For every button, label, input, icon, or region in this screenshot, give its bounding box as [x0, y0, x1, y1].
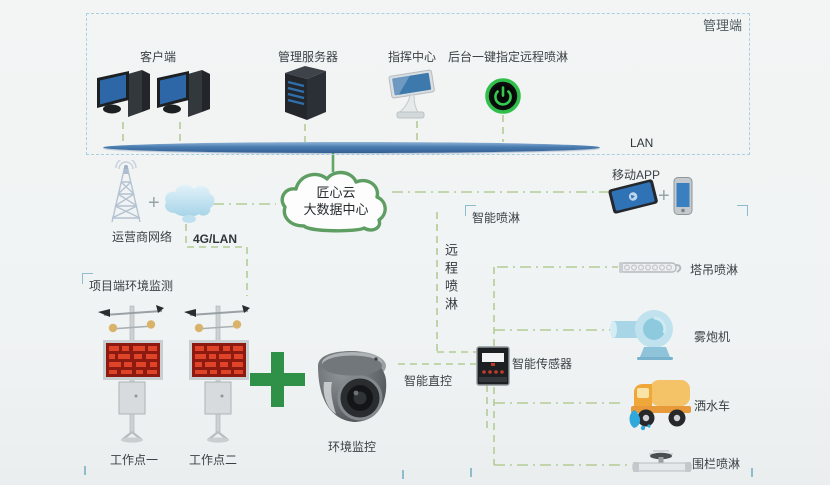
- client-computers-icon: [96, 62, 214, 126]
- smart-spray-zone-corner-br: [751, 468, 753, 477]
- tower-crane-spray-label: 塔吊喷淋: [690, 263, 739, 277]
- management-zone-box: [86, 13, 750, 155]
- big-data-cloud-icon: [276, 166, 392, 234]
- signal-tower-icon: [102, 160, 150, 228]
- big-data-cloud-text: 匠心云 大数据中心: [284, 184, 388, 218]
- project-zone-corner-tl: [82, 273, 93, 284]
- lan-label: LAN: [630, 136, 654, 150]
- smart-sensor-icon: [476, 346, 510, 386]
- tablet-icon: [606, 176, 660, 216]
- device-branch-lines: [494, 266, 631, 466]
- desktop-computer-icon: [97, 70, 150, 117]
- water-truck-label: 洒水车: [694, 399, 731, 413]
- carrier-plus-sign: +: [148, 192, 160, 214]
- weather-station-icon: [182, 298, 256, 444]
- remote-spray-lines: [398, 212, 476, 365]
- desktop-computer-icon: [157, 70, 210, 117]
- project-zone-corner-br: [402, 470, 404, 479]
- fog-cannon-icon: [610, 305, 676, 361]
- smart-spray-zone-label: 智能喷淋: [472, 211, 521, 225]
- power-button-icon: [485, 78, 521, 114]
- dome-camera-icon: [310, 342, 396, 434]
- project-zone-corner-bl: [84, 466, 86, 475]
- phone-icon: [672, 176, 694, 216]
- project-zone-label: 项目端环境监测: [89, 279, 174, 293]
- smart-spray-zone-corner-tr: [737, 205, 748, 216]
- station-2-label: 工作点二: [189, 453, 238, 467]
- mobile-plus-sign: +: [658, 185, 670, 207]
- tower-crane-spray-icon: [618, 257, 684, 279]
- carrier-network-label: 运营商网络: [112, 230, 173, 244]
- fog-cannon-label: 雾炮机: [694, 330, 731, 344]
- lan-drop-lines: [122, 115, 504, 142]
- plus-icon: [250, 352, 305, 407]
- direct-control-label: 智能直控: [404, 374, 453, 388]
- fence-sprinkler-icon: [631, 444, 693, 474]
- 4g-lan-label: 4G/LAN: [193, 232, 238, 246]
- server-icon: [282, 62, 328, 122]
- cloud-line1: 匠心云: [316, 185, 356, 200]
- carrier-to-project-line: [185, 224, 248, 296]
- mobile-app-label: 移动APP: [612, 168, 661, 182]
- remote-spray-label: 远程喷淋: [443, 243, 458, 315]
- water-truck-icon: [626, 376, 696, 432]
- fence-sprinkler-label: 围栏喷淋: [692, 457, 741, 471]
- env-monitor-label: 环境监控: [328, 440, 377, 454]
- smart-spray-zone-corner-bl: [470, 468, 472, 477]
- client-label: 客户端: [139, 50, 176, 64]
- one-key-spray-label: 后台一键指定远程喷淋: [448, 50, 569, 64]
- smart-spray-zone-corner-tl: [465, 205, 476, 216]
- smart-sensor-label: 智能传感器: [512, 357, 573, 371]
- station-1-label: 工作点一: [110, 453, 159, 467]
- command-center-kiosk-icon: [385, 68, 439, 122]
- lan-network-bus: [103, 142, 600, 153]
- weather-station-icon: [96, 298, 170, 444]
- command-center-label: 指挥中心: [387, 50, 436, 64]
- carrier-cloud-icon: [161, 181, 217, 225]
- cloud-line2: 大数据中心: [303, 202, 369, 217]
- server-label: 管理服务器: [277, 50, 338, 64]
- management-zone-label: 管理端: [698, 15, 746, 34]
